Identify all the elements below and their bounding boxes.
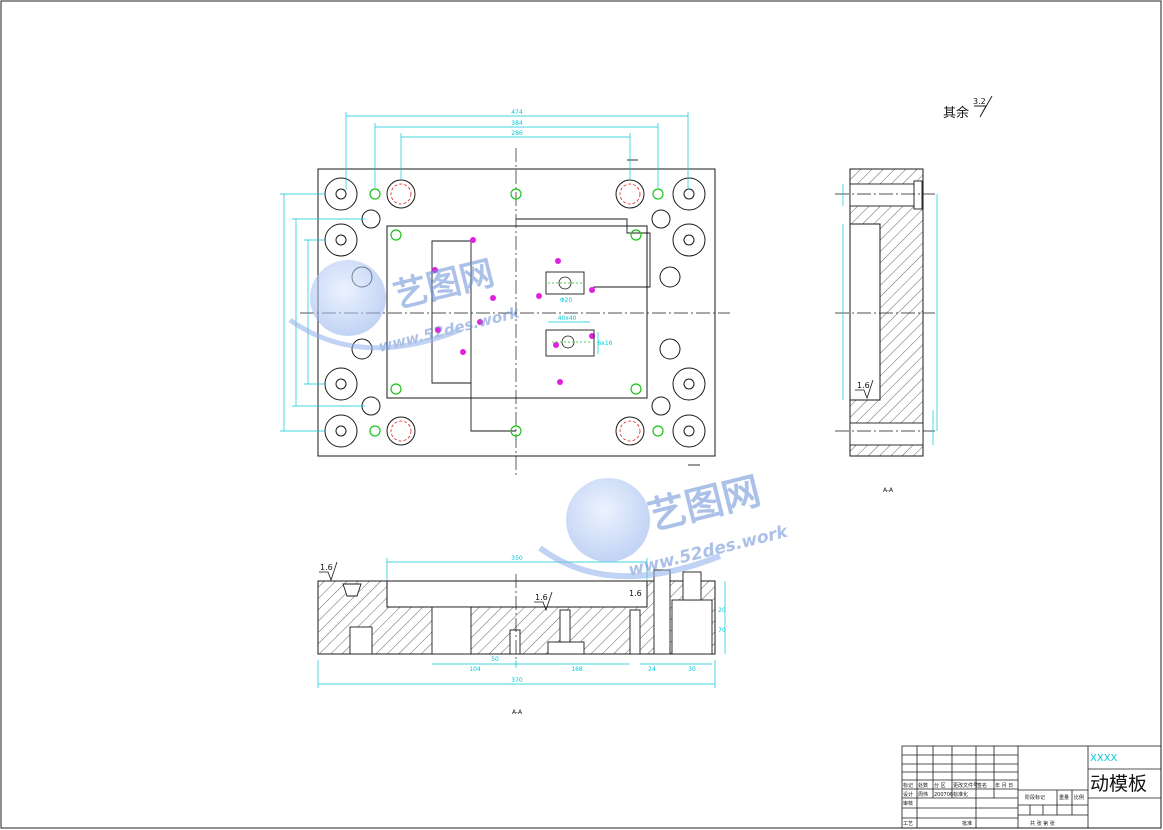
insert-block-upper [545,271,585,295]
watermark-cn-1: 艺图网 [390,253,499,316]
tb-process: 工艺 [903,821,913,827]
tb-scale: 比例 [1074,794,1084,801]
insert-outline-2 [431,240,516,432]
tb-header-1: 处数 [918,782,928,789]
tb-std: 标准化 [953,791,968,798]
section-label-b: A-A [883,487,894,494]
dim-474: 474 [511,109,523,116]
watermark-1: 艺图网 www.52des.work [288,253,522,356]
watermark-2: 艺图网 www.52des.work [538,468,791,581]
dim-384: 384 [511,120,523,127]
tb-stage: 阶段标记 [1025,794,1045,801]
green-holes [369,188,664,437]
dim-286: 286 [511,130,523,137]
plan-dimensions [280,112,689,432]
section-arrows [627,159,700,466]
cavity-pocket [386,225,648,399]
project-name: XXXX [1090,753,1118,764]
side-roughness: 1.6 [857,381,870,390]
tb-design-name: 周伟 [918,791,928,798]
side-view: 1.6 [835,168,938,457]
section-roughness-mid: 1.6 [535,593,548,602]
insert-outline [516,218,651,292]
title-block [901,745,1162,829]
dim-370: 370 [511,677,523,684]
tb-approve: 批准 [962,820,972,827]
section-roughness-right: 1.6 [629,589,642,598]
red-holes [390,183,641,442]
insert-block-lower [545,329,595,357]
tb-check: 审核 [903,800,913,807]
tb-design: 设计 [903,791,913,798]
dim-24: 24 [648,666,656,673]
note-roughness: 3.2 [973,97,986,106]
tb-header-2: 分 区 [934,782,946,789]
plan-view: 474 384 286 40x40 Φ20 6x16 [280,109,730,476]
magenta-holes [432,237,595,385]
dim-30: 30 [688,666,696,673]
roughness-note: 其余 3.2 [943,95,993,121]
tb-date: 200706 [934,792,953,798]
note-other: 其余 [943,105,969,121]
dim-104: 104 [469,666,481,673]
dim-phi20: Φ20 [560,297,573,304]
dim-6x16: 6x16 [597,340,612,347]
title-block-text: XXXX 动模板 标记 处数 分 区 更改文件号 签名 年 月 日 设计 周伟 … [903,753,1147,827]
dim-70: 70 [718,627,726,634]
tb-weight: 重量 [1059,794,1069,801]
dim-50: 50 [491,656,499,663]
tb-header-5: 年 月 日 [995,782,1013,789]
dim-350: 350 [511,555,523,562]
tb-header-3: 更改文件号 [953,782,978,789]
dim-20: 20 [718,607,726,614]
guide-holes [324,177,706,448]
section-view: 350 370 168 104 50 24 30 20 70 1.6 1.6 1… [317,487,894,716]
watermark-cn-2: 艺图网 [644,468,765,538]
section-label-a: A-A [512,709,523,716]
dim-168: 168 [571,666,583,673]
dim-40x40: 40x40 [558,315,577,322]
tb-sheet: 共 张 第 张 [1030,820,1055,827]
section-roughness-left: 1.6 [320,563,333,572]
tb-header-4: 签名 [977,782,987,789]
part-name: 动模板 [1090,773,1147,795]
tb-header-0: 标记 [903,782,913,789]
